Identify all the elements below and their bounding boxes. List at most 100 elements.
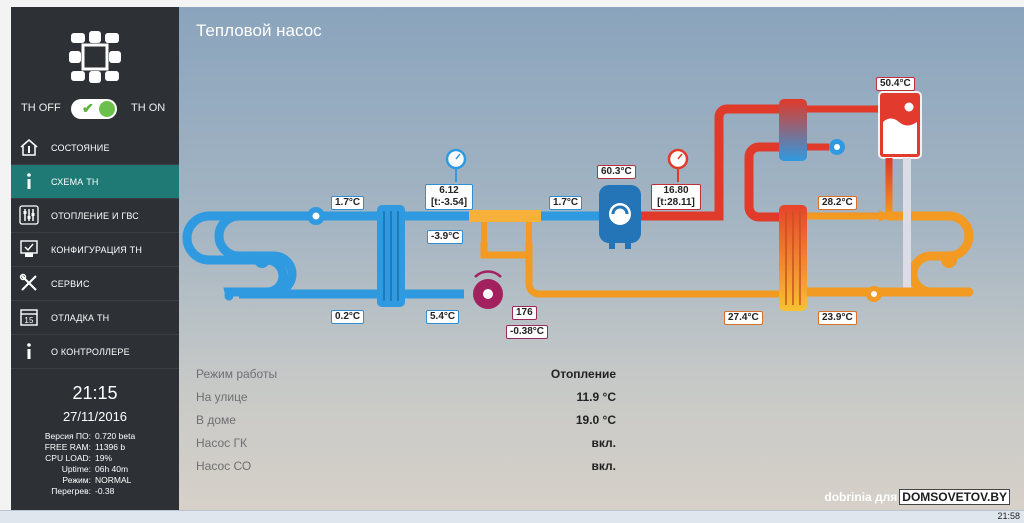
low-pressure-temp: [t:-3.54]	[430, 197, 468, 208]
menu-item-about[interactable]: О КОНТРОЛЛЕРЕ	[11, 335, 179, 369]
status-row: На улице 11.9 °C	[196, 390, 616, 413]
high-pressure-value: 16.80	[663, 185, 689, 196]
clock: 21:15	[72, 383, 118, 403]
menu-item-state[interactable]: СОСТОЯНИЕ	[11, 131, 179, 165]
house-thermometer-icon	[20, 139, 38, 156]
status-table: Режим работы Отопление На улице 11.9 °C В …	[196, 367, 616, 482]
status-value: 19.0 °C	[575, 413, 616, 427]
system-info: Версия ПО: 0.720 beta FREE RAM: 11396 b CP…	[11, 431, 179, 497]
sidebar-menu: СОСТОЯНИЕ СХЕМА ТН ОТОПЛЕНИЕ И ГВС КОНФИ…	[11, 131, 179, 369]
info-value: -0.38	[95, 486, 115, 496]
evaporator-out-reading: 5.4°C	[426, 310, 460, 324]
compressor-temp-reading: 60.3°C	[597, 165, 636, 179]
calendar-icon: 15	[20, 309, 38, 326]
status-row: Режим работы Отопление	[196, 367, 616, 390]
info-key: Режим:	[62, 475, 91, 485]
dhw-tank-temp-reading: 50.4°C	[876, 77, 915, 91]
info-icon	[27, 343, 31, 359]
watermark-site: DOMSOVETOV.BY	[899, 489, 1010, 505]
info-key: Версия ПО:	[44, 431, 91, 441]
high-pressure-temp: [t:28.11]	[657, 197, 695, 208]
taskbar: 21:58	[0, 510, 1024, 523]
info-value: 06h 40m	[95, 464, 129, 474]
info-value: NORMAL	[95, 475, 132, 485]
valve-steps-reading: 176	[512, 306, 537, 320]
tools-icon	[19, 273, 37, 291]
low-pressure-reading: 6.12 [t:-3.54]	[425, 184, 473, 210]
info-value: 11396 b	[95, 442, 126, 452]
suction-hx	[469, 210, 541, 222]
info-key: Перегрев:	[51, 486, 91, 496]
menu-item-label: ОТОПЛЕНИЕ И ГВС	[51, 211, 139, 221]
config-icon	[20, 240, 38, 257]
checkmark-icon: ✔	[82, 100, 94, 116]
sliders-icon	[19, 205, 39, 225]
status-value: вкл.	[591, 436, 617, 450]
status-key: Режим работы	[196, 367, 278, 381]
window-top-strip	[0, 0, 1024, 7]
heat-pump-toggle-row: TH OFF ✔ TH ON	[11, 99, 179, 119]
hands-logo-icon	[69, 31, 121, 83]
status-value: 11.9 °C	[576, 390, 617, 404]
info-key: FREE RAM:	[44, 442, 91, 452]
status-value: Отопление	[550, 367, 616, 381]
status-key: В доме	[196, 413, 236, 427]
main-panel: Тепловой насос	[179, 7, 1024, 510]
toggle-off-label: TH OFF	[21, 102, 61, 114]
heating-radiator-loop	[884, 211, 974, 297]
calendar-day: 15	[24, 316, 34, 325]
compressor-to-hot-pipe	[599, 104, 779, 221]
suction-temp-reading: 1.7°C	[549, 196, 583, 210]
date: 27/11/2016	[62, 409, 128, 424]
page-title: Тепловой насос	[196, 21, 322, 40]
heat-pump-toggle[interactable]: ✔	[71, 99, 117, 119]
menu-item-label: СЕРВИС	[51, 279, 90, 289]
ground-drop-icon	[254, 252, 270, 268]
info-value: 0.720 beta	[95, 431, 136, 441]
menu-item-label: ОТЛАДКА ТН	[51, 313, 110, 323]
menu-item-heating-dhw[interactable]: ОТОПЛЕНИЕ И ГВС	[11, 199, 179, 233]
menu-item-label: СХЕМА ТН	[51, 177, 99, 187]
heating-supply-reading: 28.2°C	[818, 196, 857, 210]
status-key: Насос ГК	[196, 436, 247, 450]
superheat-reading: -0.38°C	[506, 325, 549, 339]
heating-return-reading: 23.9°C	[818, 311, 857, 325]
menu-item-label: СОСТОЯНИЕ	[51, 143, 110, 153]
menu-item-debug[interactable]: 15 ОТЛАДКА ТН	[11, 301, 179, 335]
hot-to-condenser-pipe	[744, 142, 779, 222]
high-pressure-reading: 16.80 [t:28.11]	[651, 184, 701, 210]
low-pressure-value: 6.12	[439, 185, 459, 196]
menu-item-configuration[interactable]: КОНФИГУРАЦИЯ ТН	[11, 233, 179, 267]
liquid-line-pipe	[480, 242, 779, 298]
info-key: CPU LOAD:	[45, 453, 91, 463]
window-left-frame	[0, 0, 11, 510]
info-key: Uptime:	[61, 464, 91, 474]
menu-item-service[interactable]: СЕРВИС	[11, 267, 179, 301]
status-row: В доме 19.0 °C	[196, 413, 616, 436]
info-value: 19%	[95, 453, 113, 463]
menu-item-scheme[interactable]: СХЕМА ТН	[11, 165, 179, 199]
info-icon	[27, 173, 31, 189]
menu-item-label: КОНФИГУРАЦИЯ ТН	[51, 245, 143, 255]
menu-item-label: О КОНТРОЛЛЕРЕ	[51, 347, 130, 357]
taskbar-clock: 21:58	[997, 511, 1020, 521]
evaporation-temp-reading: -3.9°C	[427, 230, 464, 244]
status-value: вкл.	[591, 459, 617, 473]
dhw-heat-exchanger	[779, 99, 807, 161]
dhw-loop-pipe	[807, 105, 879, 151]
status-key: Насос СО	[196, 459, 252, 473]
toggle-on-label: TH ON	[131, 102, 166, 114]
heating-drop-icon	[941, 252, 957, 268]
toggle-knob	[99, 101, 115, 117]
cold-out-reading: 0.2°C	[331, 310, 365, 324]
condenser-out-reading: 27.4°C	[724, 311, 763, 325]
mixing-valve-icon	[879, 210, 891, 222]
status-key: На улице	[196, 390, 248, 404]
watermark-prefix: dobrinia для	[824, 490, 898, 504]
liquid-to-valve-pipe	[481, 222, 532, 242]
status-row: Насос СО вкл.	[196, 459, 616, 482]
cold-in-reading: 1.7°C	[331, 196, 365, 210]
heat-pump-diagram	[182, 91, 974, 311]
sidebar: TH OFF ✔ TH ON СОСТОЯНИЕ СХЕМА ТН ОТОПЛЕ…	[11, 7, 179, 510]
